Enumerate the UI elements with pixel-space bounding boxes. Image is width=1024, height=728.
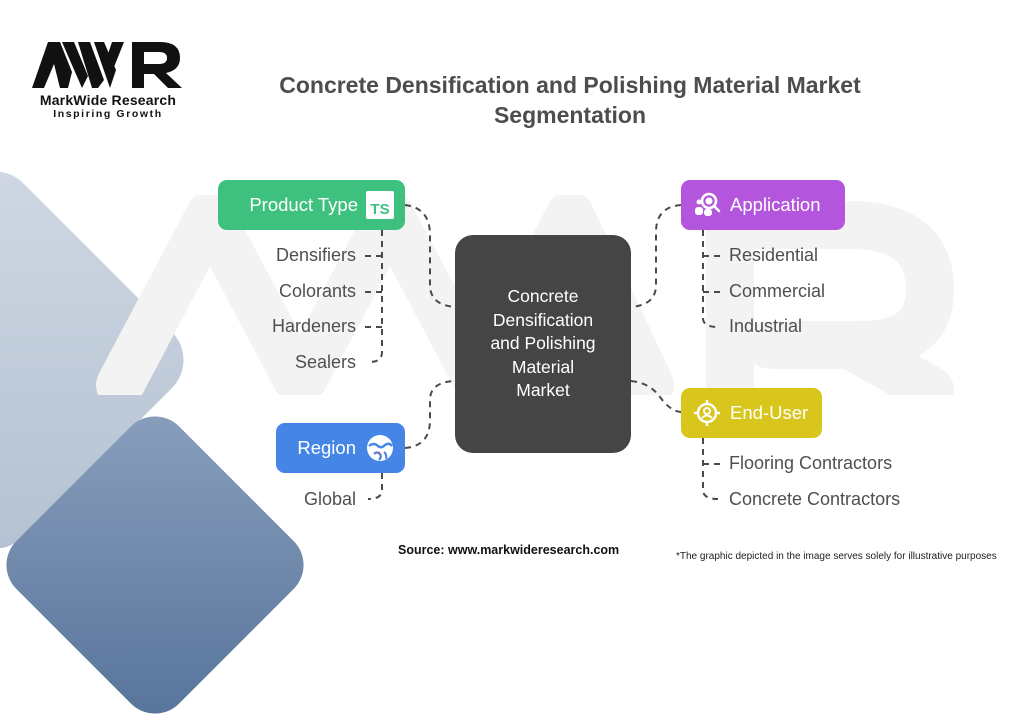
center-line: Material: [511, 356, 575, 377]
leaf-item: Industrial: [729, 316, 803, 336]
connector-region-leaves: [367, 473, 383, 500]
connector-region-center: [404, 380, 456, 449]
brand-logo: MarkWide Research Inspiring Growth: [28, 40, 188, 122]
connector-lines: [365, 204, 720, 500]
title-line-1: Concrete Densification and Polishing Mat…: [279, 72, 861, 98]
category-label: End-User: [730, 402, 809, 423]
leaf-item: Sealers: [294, 352, 356, 372]
leaf-item: Colorants: [278, 281, 356, 301]
disclaimer-note: *The graphic depicted in the image serve…: [676, 551, 997, 562]
leaf-item: Commercial: [729, 281, 826, 301]
leaf-item: Densifiers: [275, 245, 356, 265]
leaf-item: Global: [303, 489, 356, 509]
category-node-product-type: Product Type TS: [218, 180, 405, 230]
category-label: Product Type: [249, 194, 358, 215]
connector-application-leaves: [702, 230, 719, 328]
category-label: Application: [730, 194, 821, 215]
target-user-icon: [692, 398, 722, 428]
category-node-end-user: End-User: [681, 388, 822, 438]
search-cluster-icon: [692, 190, 722, 220]
globe-icon: [365, 433, 395, 463]
connector-application-center: [630, 204, 682, 308]
brand-tagline: Inspiring Growth: [53, 108, 163, 120]
leaf-item: Residential: [729, 245, 819, 265]
logo-mark-icon: [32, 42, 182, 88]
leaf-item: Concrete Contractors: [729, 489, 901, 509]
connector-enduser-leaves: [702, 438, 719, 500]
page-title: Concrete Densification and Polishing Mat…: [230, 70, 910, 130]
center-line: and Polishing: [490, 333, 596, 354]
connector-product-center: [404, 204, 456, 308]
center-line: Concrete: [507, 286, 579, 307]
title-line-2: Segmentation: [493, 102, 647, 128]
central-topic-node: Concrete Densification and Polishing Mat…: [455, 235, 631, 453]
ts-badge-icon: TS: [366, 191, 394, 219]
leaf-item: Hardeners: [271, 316, 356, 336]
category-node-application: Application: [681, 180, 845, 230]
connector-product-leaves: [369, 230, 383, 363]
source-credit: Source: www.markwideresearch.com: [398, 543, 620, 557]
leaf-item: Flooring Contractors: [729, 453, 893, 473]
category-label: Region: [297, 437, 356, 458]
center-line: Densification: [492, 309, 594, 330]
connector-enduser-center: [630, 380, 682, 413]
center-line: Market: [516, 380, 570, 401]
category-node-region: Region: [276, 423, 405, 473]
brand-name: MarkWide Research: [39, 92, 177, 108]
